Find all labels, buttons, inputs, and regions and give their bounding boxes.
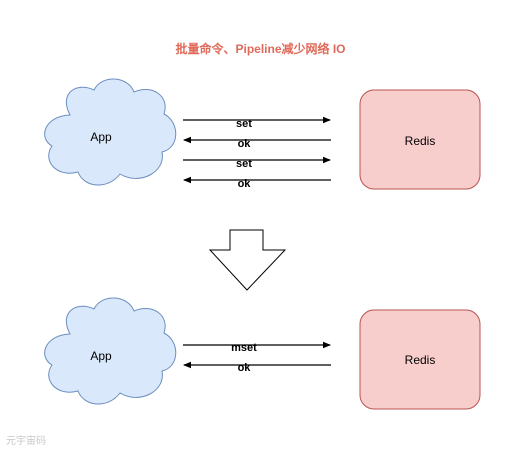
- message-label: set: [236, 158, 252, 170]
- cloud-icon: [44, 297, 177, 405]
- bottom-section: App Redis mset ok: [44, 297, 481, 410]
- top-redis-label: Redis: [405, 134, 436, 148]
- message-label: ok: [238, 362, 252, 374]
- top-section: App Redis set ok set ok: [44, 78, 481, 190]
- bottom-app-label: App: [90, 349, 112, 363]
- redis-server-box: [359, 89, 481, 190]
- bottom-app-cloud: App: [44, 297, 177, 405]
- redis-server-box: [359, 309, 481, 410]
- top-app-cloud: App: [44, 78, 177, 186]
- bottom-redis-label: Redis: [405, 353, 436, 367]
- cloud-icon: [44, 78, 177, 186]
- watermark: 元宇宙码: [6, 436, 46, 447]
- diagram-title: 批量命令、Pipeline减少网络 IO: [175, 42, 346, 56]
- top-redis-box: Redis: [359, 89, 481, 190]
- top-messages: set ok set ok: [183, 116, 331, 190]
- message-label: ok: [238, 178, 252, 190]
- message-label: mset: [231, 342, 257, 354]
- message-label: set: [236, 118, 252, 130]
- bottom-redis-box: Redis: [359, 309, 481, 410]
- message-label: ok: [238, 138, 252, 150]
- down-arrow-icon: [208, 229, 287, 291]
- bottom-messages: mset ok: [183, 341, 331, 374]
- top-app-label: App: [90, 130, 112, 144]
